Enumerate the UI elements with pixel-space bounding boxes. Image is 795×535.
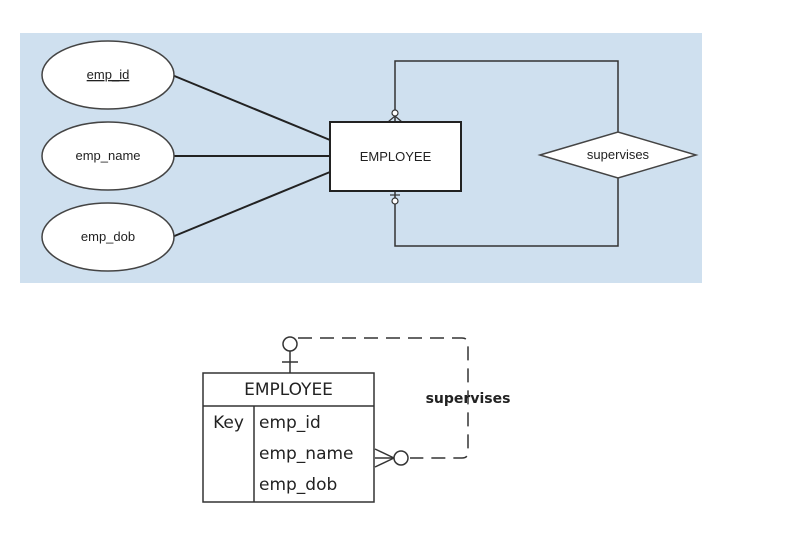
chen-diagram: emp_id emp_name emp_dob EMPLOYEE supervi… [20, 33, 702, 283]
attr-emp-dob-connector [171, 171, 331, 238]
crowsfoot-key-label: Key [213, 413, 244, 433]
crowsfoot-attr-emp-id: emp_id [259, 413, 321, 433]
crowsfoot-relationship-label: supervises [426, 391, 511, 407]
chen-entity-label: EMPLOYEE [360, 149, 432, 164]
attr-emp-name-label: emp_name [75, 148, 140, 163]
attr-emp-dob-label: emp_dob [81, 229, 135, 244]
supervises-loop-bottom [394, 178, 619, 247]
crowsfoot-attr-emp-dob: emp_dob [259, 475, 337, 495]
chen-relationship-label: supervises [587, 147, 650, 162]
attr-emp-id-label: emp_id [87, 67, 130, 82]
chen-relationship-diamond [537, 131, 699, 179]
crowsfoot-relationship-line [298, 337, 469, 459]
crowsfoot-entity-box [202, 372, 375, 503]
crowsfoot-top-cardinality [282, 336, 298, 373]
crowsfoot-diagram: EMPLOYEE Key emp_id emp_name emp_dob sup… [202, 336, 511, 503]
crowsfoot-entity-title: EMPLOYEE [244, 380, 333, 400]
attr-emp-id-ellipse [41, 40, 175, 110]
chen-bottom-cardinality [390, 194, 400, 205]
supervises-loop-top [394, 60, 619, 132]
attr-emp-id-connector [171, 74, 331, 141]
crowsfoot-attr-emp-name: emp_name [259, 444, 354, 464]
crowsfoot-right-cardinality [374, 448, 409, 468]
attr-emp-name-ellipse [41, 121, 175, 191]
chen-entity-box [329, 121, 462, 192]
attr-emp-dob-ellipse [41, 202, 175, 272]
